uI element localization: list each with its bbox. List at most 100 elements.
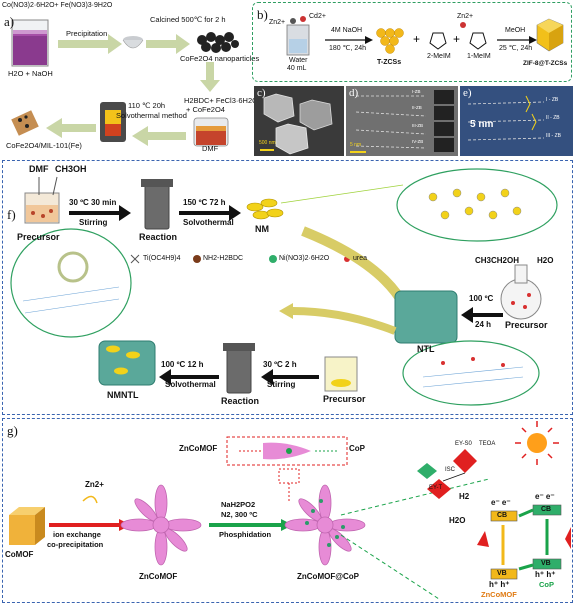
zif8-label: ZIF-8@T-ZCSs xyxy=(523,60,568,67)
ey-cycle-icon xyxy=(417,449,477,499)
product-icon xyxy=(11,110,39,136)
precursor-beaker-2-icon xyxy=(324,356,358,392)
electrons-label: e⁻ e⁻ xyxy=(491,498,511,507)
panel-d-scale: 5 nm xyxy=(350,142,362,148)
autoclave-b-icon xyxy=(286,16,310,56)
f-cond4-b: Stirring xyxy=(267,380,296,389)
sun-icon xyxy=(515,421,559,465)
f-cond2-a: 150 ºC 72 h xyxy=(183,198,226,207)
tea-label: TEOA xyxy=(479,441,496,447)
zncomof-flower-icon xyxy=(120,484,202,566)
cop-band-label: CoP xyxy=(539,580,554,589)
electrons-label-2: e⁻ e⁻ xyxy=(535,492,555,501)
panel-e-scale: 5 nm xyxy=(470,119,494,130)
panel-g: g) ZnCoMOF CoP Zn2+ ion exchange co-prec… xyxy=(2,418,573,603)
vb-label: VB xyxy=(497,570,507,577)
ntl-structure-zoom xyxy=(402,340,540,406)
zone-d-1: I-ZB xyxy=(412,89,421,94)
nm-label: NM xyxy=(255,224,269,234)
legend-ni-label: Ni(NO3)2·6H2O xyxy=(279,255,330,262)
1-meim-label: 1-MeIM xyxy=(467,53,491,60)
water-vol-label: 40 mL xyxy=(287,65,307,72)
zncomof-label: ZnCoMOF xyxy=(139,572,178,581)
h2o-label-g: H2O xyxy=(449,516,466,525)
reaction2-label: Reaction xyxy=(221,396,260,406)
arrow-precipitation xyxy=(58,34,122,54)
top-zncomof-label: ZnCoMOF xyxy=(179,444,218,453)
g-cond1-b: co-precipitation xyxy=(47,540,104,549)
f-cond5-b: Solvothermal xyxy=(165,380,216,389)
svg-text:+: + xyxy=(453,32,460,46)
zone-d-3: III-ZB xyxy=(412,123,423,128)
precipitation-text: Precipitation xyxy=(66,29,108,38)
svg-text:+: + xyxy=(413,32,420,46)
legend-ti-label: Ti(OC4H9)4 xyxy=(143,255,181,262)
g-cond2-a: NaH2PO2 xyxy=(221,500,256,509)
panel-e: e) 5 nm I - ZB II - ZB III - ZB xyxy=(460,86,573,156)
g-cond2-b: N2, 300 ºC xyxy=(221,510,258,519)
autoclave-icon xyxy=(100,102,126,142)
h2-label: H2 xyxy=(459,492,470,501)
band-diagram xyxy=(477,504,571,580)
ntl-precursor-flask-icon xyxy=(500,264,542,320)
nmntl-block-icon xyxy=(98,340,156,386)
panel-f: f) DMF CH3OH 30 ºC 30 min Stirring Precu… xyxy=(2,160,573,415)
nanoparticles-text: CoFe2O4 nanoparticles xyxy=(180,54,260,63)
panel-b-label: b) xyxy=(257,7,268,22)
reagents-text-1: H2BDC+ FeCl3·6H2O xyxy=(184,96,258,105)
f-cond2-b: Solvothermal xyxy=(183,218,234,227)
product-text: CoFe2O4/MIL-101(Fe) xyxy=(6,141,82,150)
zn-label: Zn2+ xyxy=(269,19,286,26)
panel-c-label: c) xyxy=(257,87,266,99)
cond2-a: MeOH xyxy=(505,27,526,34)
zn2-label: Zn2+ xyxy=(457,13,474,20)
ntl-label: NTL xyxy=(417,344,435,354)
arrow-solvothermal xyxy=(132,126,186,146)
reaction-autoclave-icon xyxy=(141,179,173,230)
zn-ion-icon xyxy=(460,22,466,28)
formula-text: Co(NO3)2·6H2O+ Fe(NO3)3·9H2O xyxy=(2,2,113,9)
calcined-text: Calcined 500℃ for 2 h xyxy=(150,15,226,24)
sem-image xyxy=(260,93,333,155)
zncomof-cop-zoom-icon xyxy=(263,442,311,460)
panel-g-illustration xyxy=(9,421,571,600)
ey-s0-label: EY-S0 xyxy=(455,441,472,447)
crucible-icon xyxy=(122,36,144,49)
nanoparticles-icon xyxy=(197,32,239,53)
panel-e-label: e) xyxy=(463,87,472,99)
f-cond3-b: 24 h xyxy=(475,320,492,329)
nm-structure-zoom xyxy=(396,168,558,242)
zncomof-band-label: ZnCoMOF xyxy=(481,590,517,599)
tzcs-label: T-ZCSs xyxy=(377,59,402,66)
reaction-autoclave-2-icon xyxy=(223,343,255,394)
panel-d-label: d) xyxy=(349,87,359,99)
f-cond5-a: 100 ºC 12 h xyxy=(161,360,204,369)
dmf-label: DMF xyxy=(29,164,49,174)
precursor-beaker-icon xyxy=(24,176,60,224)
ch3oh-label: CH3OH xyxy=(55,164,87,174)
cb-label-2: CB xyxy=(541,506,552,513)
comof-label: CoMOF xyxy=(5,550,34,559)
holes-label-2: h⁺ h⁺ xyxy=(535,570,556,579)
zone-d-2: II-ZB xyxy=(412,105,422,110)
g-cond2-c: Phosphidation xyxy=(219,530,272,539)
panel-b: b) + + Zn2+ Cd2+ Water 40 xyxy=(252,2,572,82)
2-meim-label: 2-MeIM xyxy=(427,53,451,60)
zone-e-3: III - ZB xyxy=(546,133,561,139)
product-flower-icon xyxy=(284,484,366,566)
panel-a-illustration xyxy=(11,19,239,147)
ey-t-label: EY-T xyxy=(429,485,443,491)
reaction-label: Reaction xyxy=(139,232,178,242)
legend-ti-icon xyxy=(130,254,140,264)
legend-nh2-icon xyxy=(193,255,201,263)
panel-f-illustration xyxy=(10,168,558,406)
precursor-label: Precursor xyxy=(17,232,60,242)
g-cond1-a: ion exchange xyxy=(53,530,101,539)
panel-b-illustration: + + xyxy=(286,16,564,56)
nmntl-structure-zoom xyxy=(10,228,132,338)
product-label: ZnCoMOF@CoP xyxy=(297,572,360,581)
water-label: Water xyxy=(289,57,308,64)
f-cond1-b: Stirring xyxy=(79,218,108,227)
precursor2-label: Precursor xyxy=(505,320,548,330)
holes-label: h⁺ h⁺ xyxy=(489,580,510,589)
